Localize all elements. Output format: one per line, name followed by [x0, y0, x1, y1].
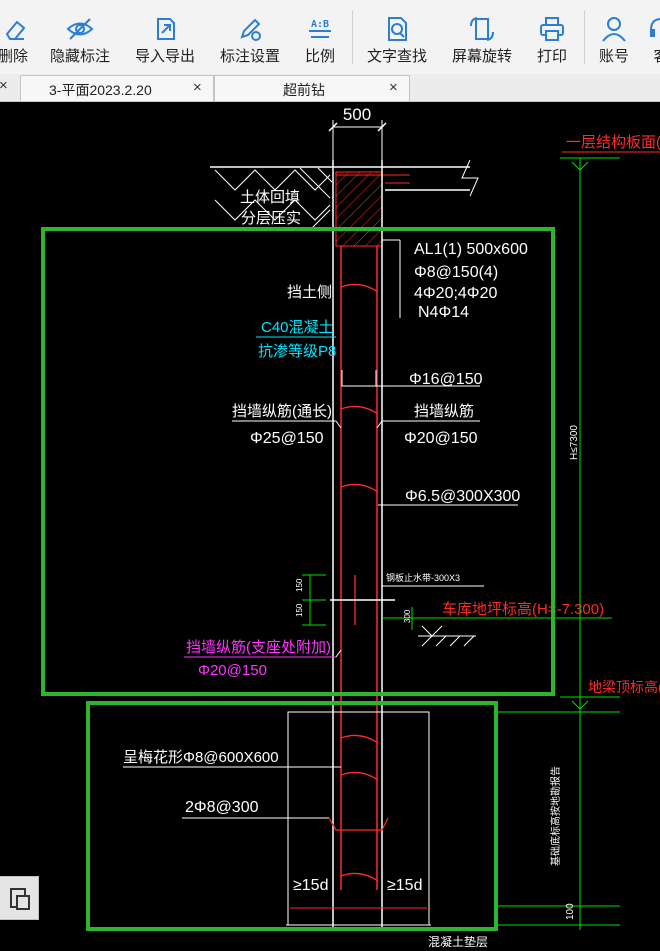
- wall-bar-left-label: 挡墙纵筋(通长): [232, 403, 332, 420]
- tab-close-prev[interactable]: ×: [0, 77, 8, 94]
- beam-label-4: N4Φ14: [418, 304, 469, 321]
- tab-bar: × 3-平面2023.2.20 × 超前钻 ×: [0, 74, 660, 102]
- hide-annotation-button[interactable]: 隐藏标注: [44, 0, 116, 74]
- backfill-label-1: 土体回填: [240, 189, 300, 206]
- dim-150-a: 150: [295, 578, 304, 592]
- tab-plan[interactable]: 3-平面2023.2.20 ×: [20, 75, 214, 101]
- delete-button[interactable]: 删除: [0, 0, 38, 74]
- two-bars-label: 2Φ8@300: [185, 799, 259, 816]
- highlight-box-wall[interactable]: [41, 227, 555, 696]
- backfill-label-2: 分层压实: [241, 210, 301, 227]
- beam-label-3: 4Φ20;4Φ20: [414, 285, 497, 302]
- eye-hidden-icon: [66, 18, 94, 40]
- small-dims-left: [302, 574, 326, 626]
- dim-100-text: 100: [565, 903, 576, 920]
- foundation-note: 基础底标高按地勘报告: [549, 766, 562, 866]
- floating-clipboard-button[interactable]: [0, 876, 39, 920]
- printer-icon: [540, 17, 564, 41]
- account-label: 账号: [598, 48, 629, 65]
- anchor-left-label: ≥15d: [293, 877, 328, 894]
- ratio-glyph: A:B: [311, 19, 329, 30]
- wall-bar-left-spec: Φ25@150: [250, 430, 324, 447]
- print-button[interactable]: 打印: [528, 0, 576, 74]
- annotation-settings-button[interactable]: 标注设置: [214, 0, 286, 74]
- main-toolbar: 删除 隐藏标注 导入导出 标注设置 A:B 比例 文字查找 屏幕旋转 打印 账号…: [0, 0, 660, 75]
- concrete-grade-label: C40混凝土: [261, 319, 334, 336]
- beam-bottom-label: 地梁顶标高(H=: [588, 679, 660, 695]
- ratio-icon: A:B: [309, 19, 331, 38]
- garage-floor: 300 车库地坪标高(H=-7.300): [382, 601, 612, 647]
- text-search-label: 文字查找: [366, 48, 427, 65]
- wall-bar-right-label: 挡墙纵筋: [414, 403, 474, 420]
- eraser-icon: [5, 20, 26, 40]
- dim-500-text: 500: [343, 105, 371, 124]
- screen-rotate-label: 屏幕旋转: [451, 48, 512, 65]
- dim-150-b: 150: [295, 603, 304, 617]
- highlight-box-foundation[interactable]: [86, 701, 498, 931]
- account-button[interactable]: 账号: [590, 0, 638, 74]
- print-label: 打印: [536, 48, 567, 65]
- service-label: 客: [653, 45, 660, 66]
- text-search-button[interactable]: 文字查找: [361, 0, 433, 74]
- support-bar-label: 挡墙纵筋(支座处附加): [186, 639, 331, 656]
- import-export-button[interactable]: 导入导出: [129, 0, 201, 74]
- screen-rotate-icon: [470, 17, 494, 41]
- concrete-seepage-label: 抗渗等级P8: [258, 342, 336, 360]
- bottom-cut-label: 混凝土垫层: [428, 934, 488, 949]
- service-button[interactable]: 客: [644, 0, 660, 74]
- screen-rotate-button[interactable]: 屏幕旋转: [446, 0, 518, 74]
- tab-plan-close[interactable]: ×: [193, 79, 202, 96]
- beam-section-hatch: [335, 171, 383, 247]
- ratio-button[interactable]: A:B 比例: [296, 0, 344, 74]
- tab-plan-label: 3-平面2023.2.20: [49, 82, 152, 98]
- height-dimension: [495, 157, 620, 930]
- top-dimension: 500: [328, 105, 387, 160]
- import-export-label: 导入导出: [134, 48, 195, 65]
- spiral-label: 呈梅花形Φ8@600X600: [123, 749, 279, 766]
- beam-label-1: AL1(1) 500x600: [414, 241, 528, 258]
- bar-16-label: Φ16@150: [409, 371, 483, 388]
- anchor-right-label: ≥15d: [387, 877, 422, 894]
- steel-plate-label: 钢板止水带-300X3: [386, 572, 460, 583]
- beam-label-2: Φ8@150(4): [414, 264, 498, 281]
- tab-advance-drill[interactable]: 超前钻 ×: [214, 75, 410, 101]
- garage-floor-label: 车库地坪标高(H=-7.300): [442, 601, 604, 618]
- toolbar-divider: [352, 10, 353, 64]
- height-dim-text: H≤7300: [569, 425, 580, 460]
- annotation-settings-label: 标注设置: [219, 48, 280, 65]
- beam-annotation: AL1(1) 500x600 Φ8@150(4) 4Φ20;4Φ20 N4Φ14: [382, 239, 528, 321]
- tab-advance-drill-close[interactable]: ×: [389, 79, 398, 96]
- soil-side-label: 挡土侧: [287, 284, 332, 301]
- dim-300-text: 300: [403, 609, 412, 623]
- clipboard-icon: [10, 888, 30, 910]
- text-search-icon: [388, 17, 407, 41]
- soil-backfill-hatch: [214, 167, 333, 231]
- wall-bar-right-spec: Φ20@150: [404, 430, 478, 447]
- floor-level-label: 一层结构板面(H=-: [566, 133, 660, 151]
- toolbar-divider-2: [584, 10, 585, 64]
- hide-annotation-label: 隐藏标注: [49, 48, 110, 65]
- tie-bar-label: Φ6.5@300X300: [405, 488, 520, 505]
- pen-settings-icon: [240, 18, 261, 41]
- tab-advance-drill-label: 超前钻: [283, 82, 325, 98]
- service-icon: [650, 18, 660, 37]
- cad-drawing-canvas[interactable]: 500 土体回填 分层压实 AL1(1) 500x600: [0, 102, 660, 951]
- ratio-label: 比例: [304, 48, 335, 65]
- support-bar-spec: Φ20@150: [198, 662, 267, 679]
- import-export-icon: [157, 18, 175, 40]
- delete-label: 删除: [0, 48, 28, 65]
- wall-ties: [340, 283, 379, 882]
- user-icon: [602, 17, 626, 42]
- retaining-wall: [332, 160, 383, 930]
